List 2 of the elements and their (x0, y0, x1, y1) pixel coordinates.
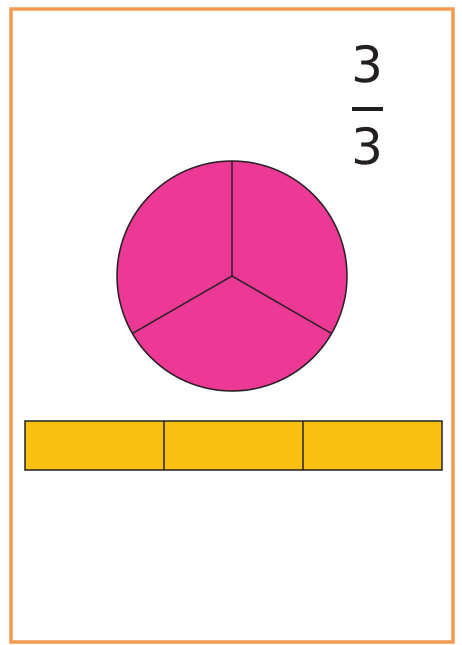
fraction-denominator: 3 (350, 122, 384, 172)
fraction-numerator: 3 (350, 40, 384, 90)
